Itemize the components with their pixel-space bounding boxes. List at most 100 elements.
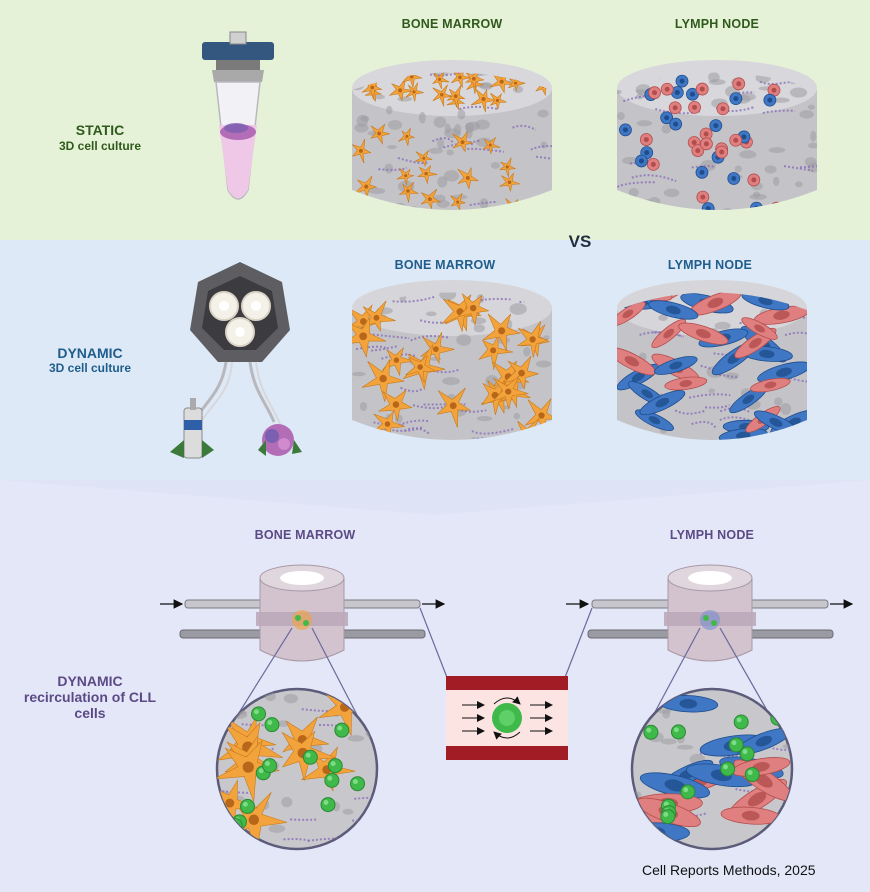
lymph-stromal-cell-nucleus <box>672 105 678 111</box>
bone-marrow-stromal-cell-nucleus <box>242 761 254 773</box>
cll-cell-highlight <box>352 779 358 785</box>
lymph-stromal-cell-nucleus <box>692 104 698 110</box>
collagen-fiber <box>354 796 377 800</box>
bone-marrow-stromal-cell-nucleus <box>248 814 260 825</box>
lymph-stromal-cell-nucleus <box>703 131 709 137</box>
bone-marrow-cell-nucleus <box>405 134 409 138</box>
static-lymph-node-scaffold <box>617 60 817 210</box>
vs-label: VS <box>568 232 592 251</box>
cll-cell <box>302 749 318 765</box>
cll-cell <box>660 809 676 825</box>
collagen-fiber <box>631 174 677 183</box>
lymph-stromal-cell-nucleus <box>748 337 762 349</box>
scaffold-pore <box>661 124 672 134</box>
collagen-fiber <box>368 333 410 340</box>
scaffold-pore <box>738 92 756 101</box>
cll-cell <box>264 717 280 733</box>
lymph-b-cell-nucleus <box>665 305 681 315</box>
bone-marrow-stromal-cell-nucleus <box>469 304 477 312</box>
collagen-fiber <box>691 165 715 169</box>
ln-chamber <box>664 564 756 662</box>
scaffold-pore <box>418 112 426 124</box>
lymph-b-cell-nucleus <box>641 389 654 399</box>
cll-cell-highlight <box>330 761 336 767</box>
scaffold-pore <box>433 116 447 128</box>
lymph-stromal-cell-nucleus <box>664 86 670 92</box>
dynamic-lymph-node-label: LYMPH NODE <box>667 258 753 272</box>
scaffold-pore <box>359 401 368 411</box>
recirculation-title-line3: cells <box>74 705 106 721</box>
scaffold-pore <box>676 744 694 750</box>
scaffold-pore <box>752 191 761 198</box>
cll-cell <box>680 784 696 800</box>
scaffold-pore <box>387 119 403 130</box>
lymph-stromal-cell-nucleus <box>650 161 656 167</box>
scaffold-pore <box>513 412 520 420</box>
scaffold-pore <box>473 324 485 333</box>
cll-cell <box>262 758 278 774</box>
scaffold-pore <box>773 397 783 406</box>
collagen-fiber <box>759 77 805 86</box>
collagen-fiber <box>457 139 481 145</box>
scaffold-pore <box>490 162 500 169</box>
recirculation-bone-marrow-label: BONE MARROW <box>254 528 356 542</box>
collagen-fiber <box>289 818 318 821</box>
scaffold-pore <box>352 371 366 377</box>
dynamic-title: DYNAMIC <box>57 345 123 361</box>
blood-vessel-icon <box>446 676 568 760</box>
scaffold-pore <box>456 334 472 346</box>
cll-cell-highlight <box>242 801 248 807</box>
scaffold-pore <box>465 126 473 139</box>
recirculation-title-line1: DYNAMIC <box>57 673 123 689</box>
scaffold-pore <box>807 104 816 110</box>
scaffold-pore <box>636 120 652 127</box>
bone-marrow-cell-nucleus <box>471 76 476 81</box>
lymph-b-cell-nucleus <box>669 361 683 370</box>
cll-cell-highlight <box>305 752 311 758</box>
scaffold-pore <box>535 360 552 368</box>
lymph-stromal-cell-nucleus <box>764 381 777 389</box>
bioreactor-icon <box>170 262 302 459</box>
scaffold-pore <box>739 150 757 159</box>
lymph-b-cell-nucleus <box>699 169 705 175</box>
scaffold-pore <box>708 72 720 83</box>
scaffold-pore <box>446 149 454 156</box>
lymph-stromal-cell-nucleus <box>700 194 706 200</box>
bm-chamber <box>256 564 348 662</box>
collagen-fiber <box>384 425 425 432</box>
lymph-b-cell-nucleus <box>622 127 628 133</box>
bone-marrow-stromal-cell-nucleus <box>490 347 497 354</box>
bone-marrow-cell-nucleus <box>481 96 486 102</box>
scaffold-pore <box>397 96 413 102</box>
bone-marrow-stromal-cell-nucleus <box>505 388 512 395</box>
collagen-fiber <box>410 335 449 342</box>
lymph-stromal-cell-nucleus <box>699 86 705 92</box>
collagen-fiber <box>512 124 537 131</box>
cll-cell-highlight <box>723 764 728 770</box>
scaffold-pore <box>807 162 817 173</box>
bone-marrow-cell-nucleus <box>440 92 444 97</box>
cll-cell <box>350 776 366 792</box>
scaffold-pore <box>368 187 386 194</box>
bone-marrow-stromal-cell-nucleus <box>518 369 525 377</box>
static-subtitle: 3D cell culture <box>58 139 142 153</box>
bone-marrow-stromal-cell-nucleus <box>379 374 387 383</box>
static-lymph-node-label: LYMPH NODE <box>674 17 760 31</box>
lymph-stromal-cell-nucleus <box>720 106 726 112</box>
lymph-b-cell-nucleus <box>742 394 755 405</box>
cll-cell-highlight <box>742 749 748 755</box>
scaffold-pore <box>789 87 808 98</box>
collagen-fiber <box>429 72 472 77</box>
lymph-b-cell-nucleus <box>655 397 670 408</box>
lymph-b-cell-nucleus <box>733 96 739 102</box>
bone-marrow-cell-nucleus <box>424 171 428 176</box>
bone-marrow-cell-nucleus <box>507 180 512 185</box>
scaffold-pore <box>799 110 814 119</box>
collagen-fiber <box>762 109 796 114</box>
scaffold-pore <box>443 170 460 182</box>
lymph-b-cell-nucleus <box>731 176 737 182</box>
scaffold-pore <box>476 415 493 422</box>
bone-marrow-cell-nucleus <box>465 175 470 181</box>
scaffold-pore <box>425 311 437 317</box>
